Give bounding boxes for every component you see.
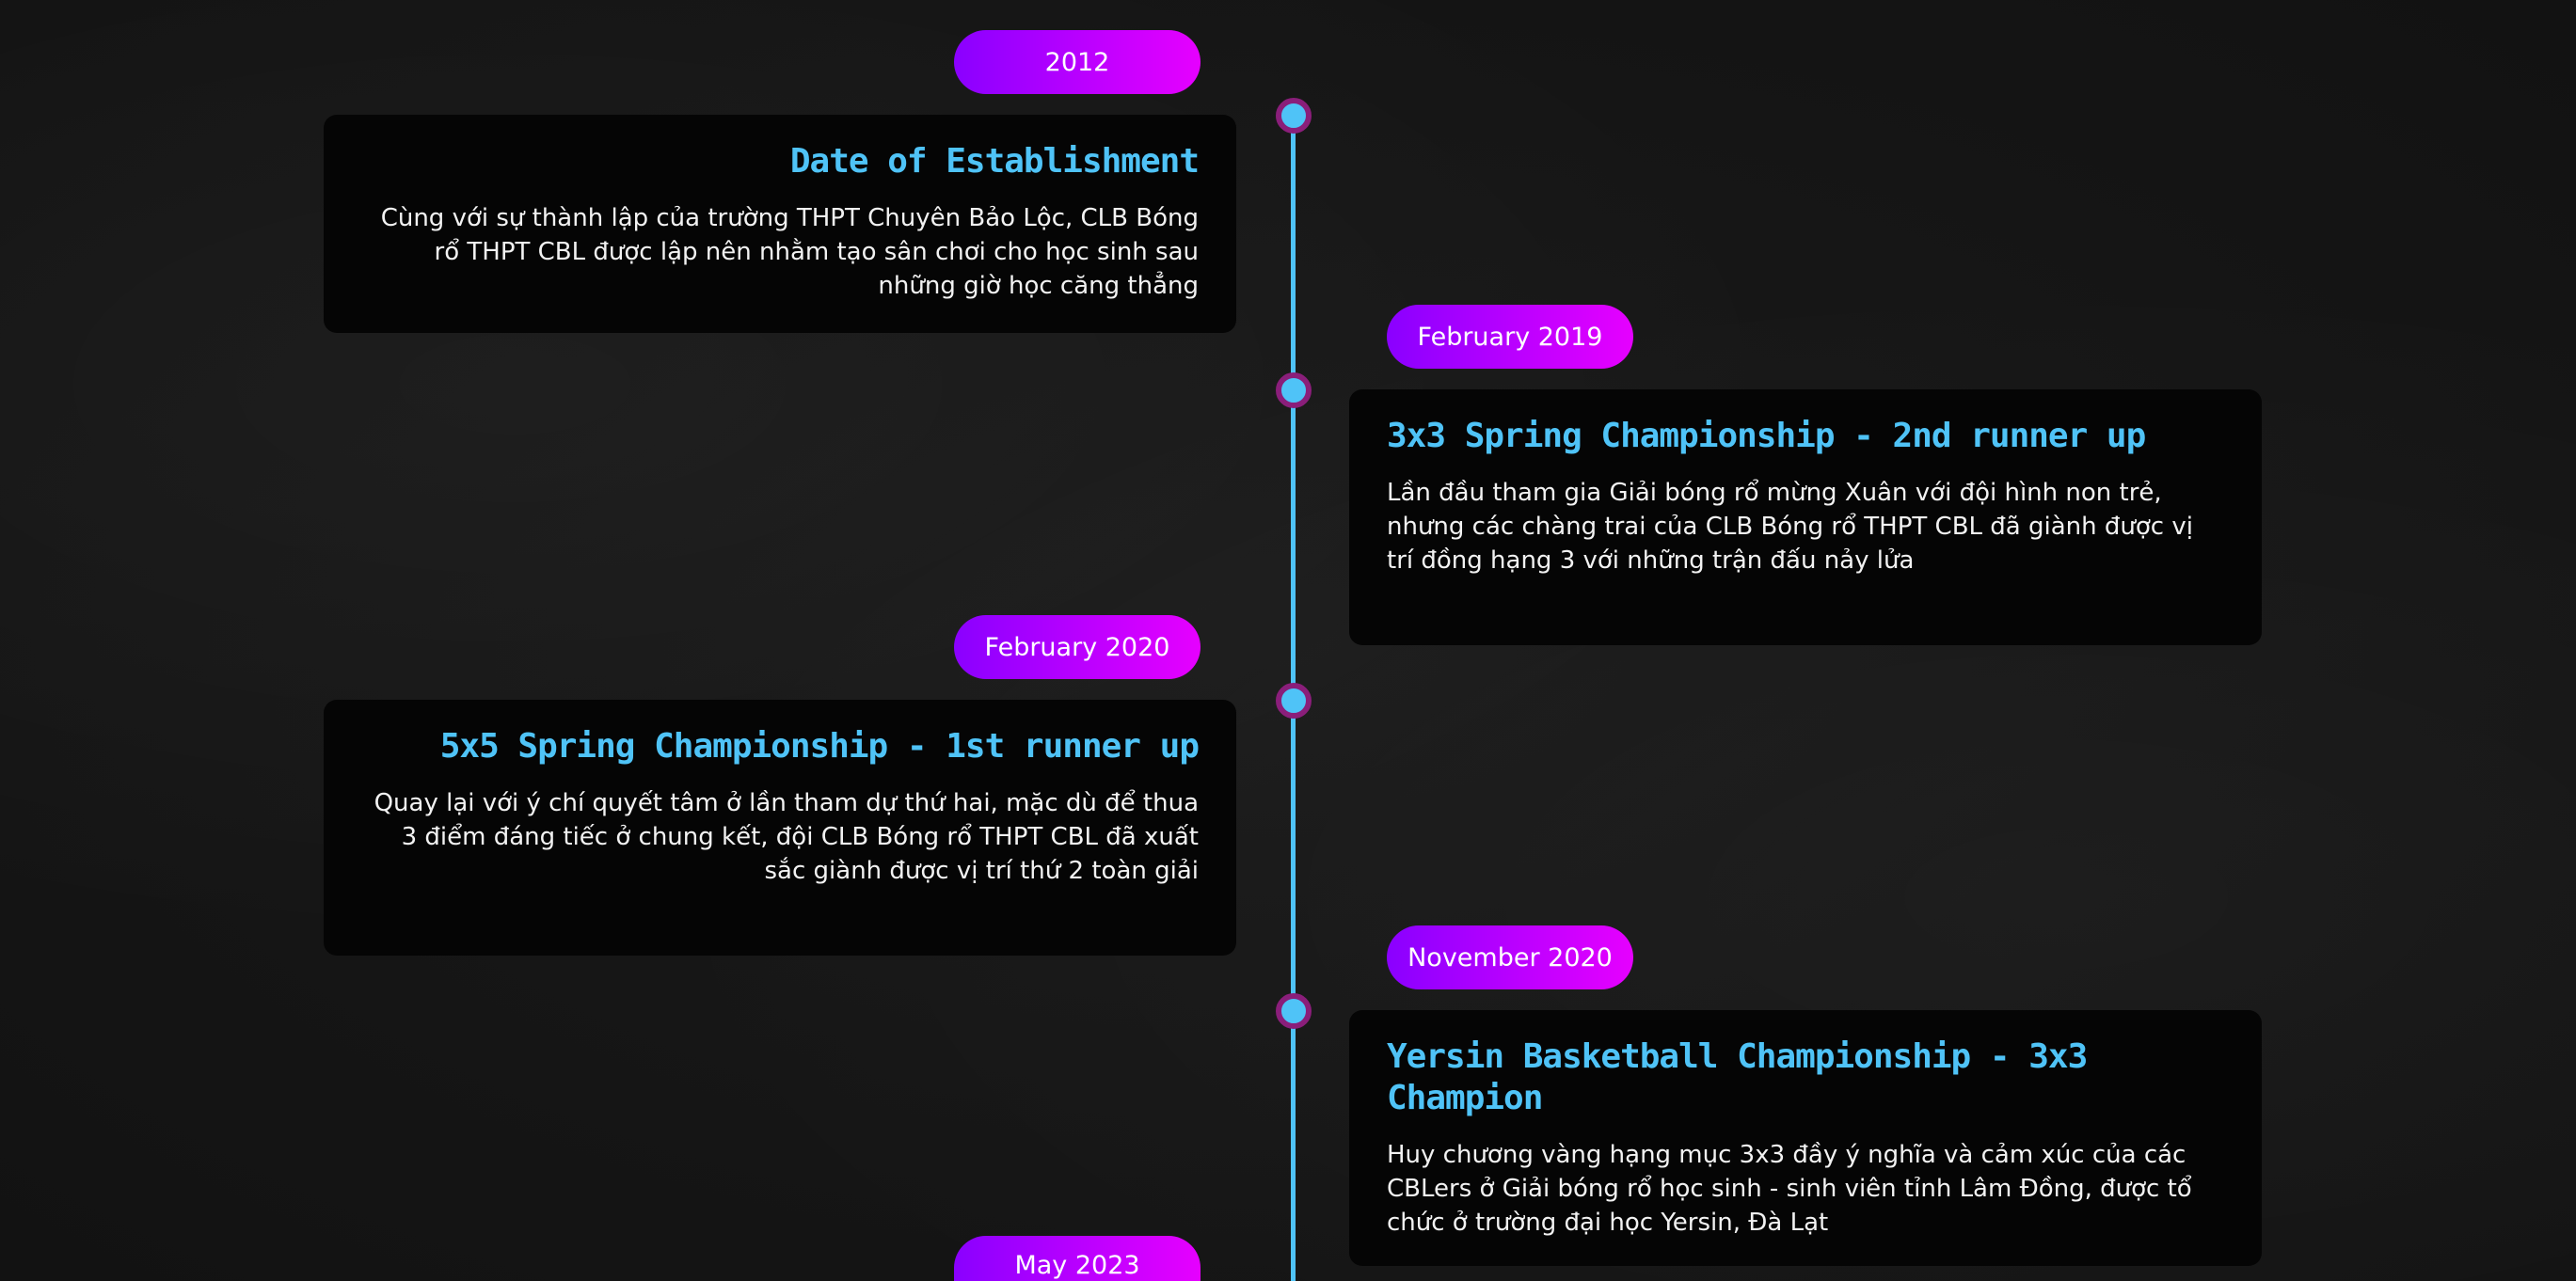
event-description: Lần đầu tham gia Giải bóng rổ mừng Xuân … xyxy=(1387,479,2193,575)
date-badge-may-2023: May 2023 xyxy=(954,1236,1201,1281)
event-description: Quay lại với ý chí quyết tâm ở lần tham … xyxy=(374,789,1199,885)
event-card-3x3-spring-2019: 3x3 Spring Championship - 2nd runner up … xyxy=(1349,389,2262,645)
date-label: November 2020 xyxy=(1407,942,1613,973)
event-card-yersin-2020: Yersin Basketball Championship - 3x3 Cha… xyxy=(1349,1010,2262,1266)
date-label: 2012 xyxy=(1044,47,1110,77)
date-badge-nov-2020: November 2020 xyxy=(1387,925,1633,989)
date-label: May 2023 xyxy=(1014,1251,1140,1280)
date-label: February 2019 xyxy=(1417,322,1603,352)
event-title: 5x5 Spring Championship - 1st runner up xyxy=(439,727,1200,766)
event-card-establishment: Date of Establishment Cùng với sự thành … xyxy=(324,115,1236,333)
event-description: Huy chương vàng hạng mục 3x3 đầy ý nghĩa… xyxy=(1387,1141,2192,1237)
date-badge-2012: 2012 xyxy=(954,30,1201,94)
timeline-dot xyxy=(1276,98,1312,134)
event-title: 3x3 Spring Championship - 2nd runner up xyxy=(1387,417,2146,455)
event-card-5x5-spring-2020: 5x5 Spring Championship - 1st runner up … xyxy=(324,700,1236,956)
timeline-dot xyxy=(1276,993,1312,1029)
event-title: Yersin Basketball Championship - 3x3 Cha… xyxy=(1387,1037,2088,1117)
timeline-dot xyxy=(1276,683,1312,719)
date-badge-feb-2019: February 2019 xyxy=(1387,305,1633,369)
date-badge-feb-2020: February 2020 xyxy=(954,615,1201,679)
date-label: February 2020 xyxy=(984,632,1170,662)
event-description: Cùng với sự thành lập của trường THPT Ch… xyxy=(380,204,1199,300)
timeline-dot xyxy=(1276,372,1312,408)
event-title: Date of Establishment xyxy=(789,142,1200,181)
